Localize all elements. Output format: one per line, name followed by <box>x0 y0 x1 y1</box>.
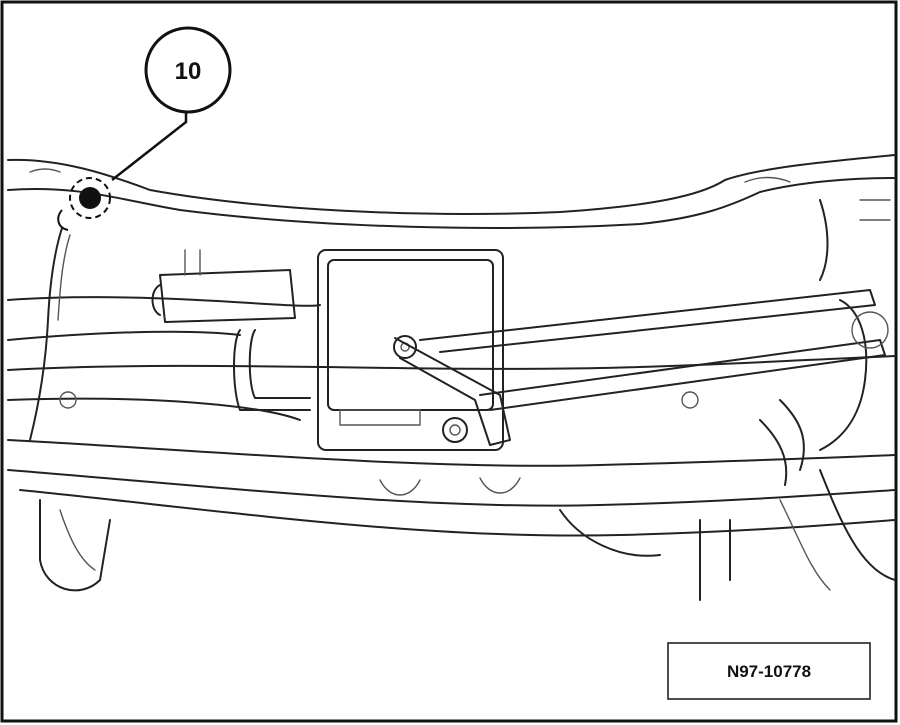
callout-leader-line <box>111 112 188 181</box>
black-dot-marker-icon <box>57 177 111 231</box>
reference-code: N97-10778 <box>727 662 811 681</box>
reference-box: N97-10778 <box>667 642 871 700</box>
callout-number: 10 <box>175 58 202 85</box>
callout-badge: 10 <box>144 26 232 114</box>
line-art <box>7 154 896 601</box>
